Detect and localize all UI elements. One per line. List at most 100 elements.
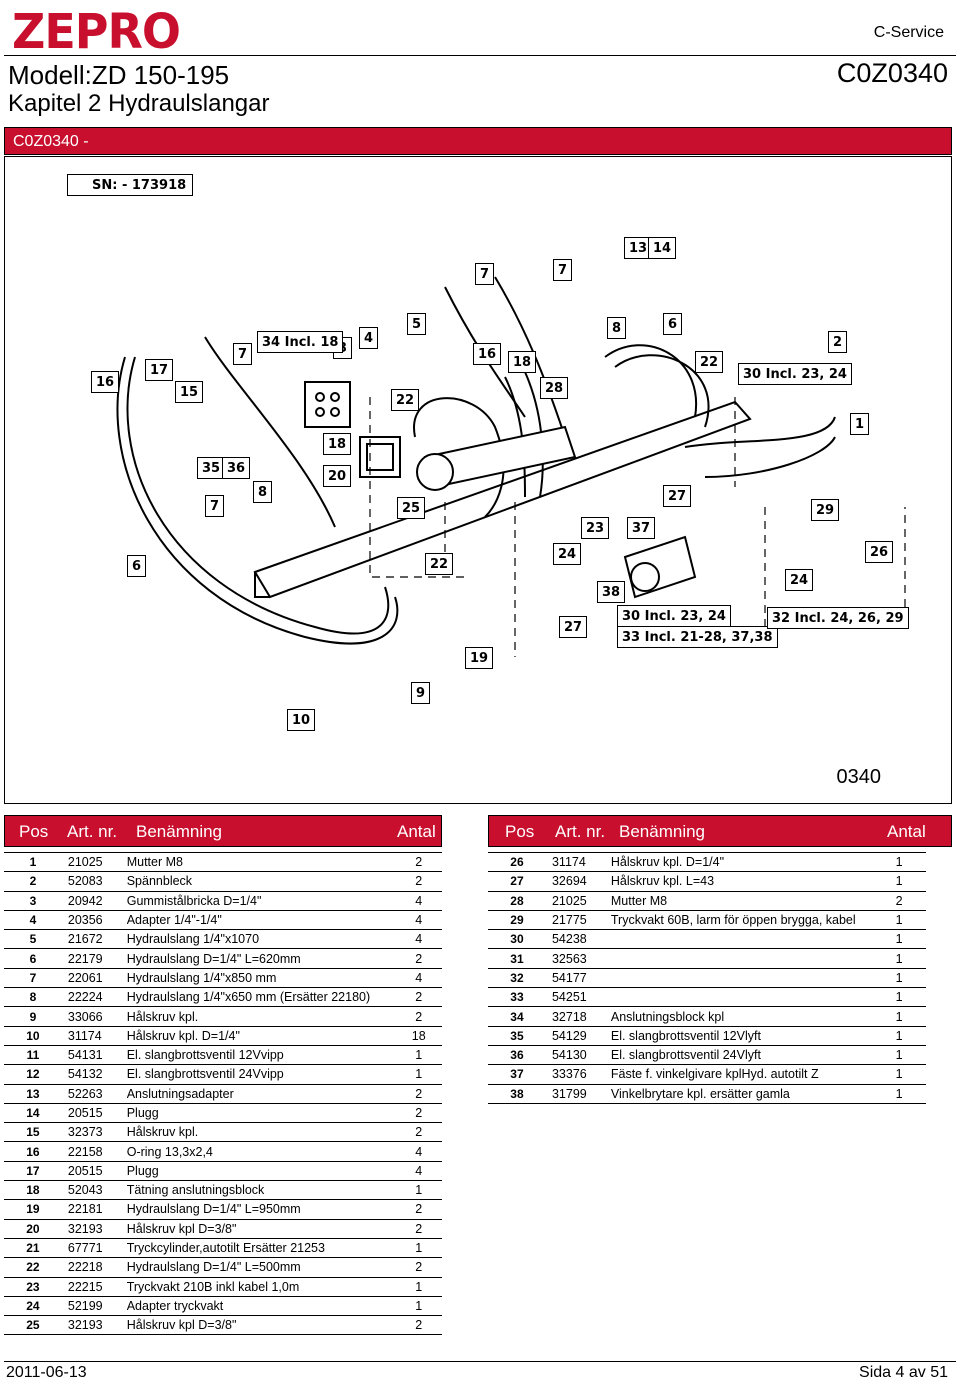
- table-header-right: Pos Art. nr. Benämning Antal: [488, 815, 952, 847]
- chapter-title: Kapitel 2 Hydraulslangar: [8, 90, 270, 117]
- cell-art: 32563: [545, 948, 611, 969]
- cell-name: [610, 968, 873, 989]
- cell-qty: 2: [395, 851, 442, 873]
- callout-label: 26: [865, 541, 894, 563]
- cell-art: 52083: [61, 871, 127, 892]
- cell-art: 32193: [61, 1219, 127, 1239]
- cell-qty: 4: [395, 910, 442, 931]
- cell-pos: 8: [4, 987, 62, 1008]
- cell-name: [610, 929, 873, 950]
- cell-qty: 1: [395, 1277, 442, 1297]
- cell-pos: 32: [488, 968, 546, 989]
- cell-qty: 1: [872, 987, 926, 1008]
- cell-qty: 1: [872, 929, 926, 950]
- callout-label: 24: [785, 569, 814, 591]
- cell-pos: 24: [4, 1296, 62, 1317]
- cell-pos: 21: [4, 1238, 62, 1259]
- callout-label: 30 Incl. 23, 24: [617, 605, 731, 627]
- callout-label: 27: [663, 485, 692, 507]
- cell-art: 54251: [545, 987, 611, 1008]
- cell-qty: 2: [395, 987, 442, 1008]
- col-name: Benämning: [619, 822, 706, 841]
- cell-pos: 9: [4, 1006, 62, 1027]
- cell-qty: 2: [395, 1219, 442, 1239]
- cell-qty: 1: [872, 1084, 926, 1104]
- cell-art: 22215: [61, 1277, 127, 1297]
- cell-name: [610, 987, 873, 1008]
- callout-label: 13: [624, 237, 653, 259]
- cell-qty: 4: [395, 929, 442, 950]
- cell-pos: 28: [488, 891, 546, 911]
- callout-label: 22: [391, 389, 420, 411]
- col-name: Benämning: [136, 822, 223, 841]
- cell-name: Hydraulslang D=1/4" L=950mm: [126, 1199, 396, 1220]
- callout-label: 37: [627, 517, 656, 539]
- cell-art: 52263: [61, 1084, 127, 1104]
- table-header-left: Pos Art. nr. Benämning Antal: [4, 815, 442, 847]
- col-art: Art. nr.: [67, 822, 118, 841]
- callout-label: 6: [127, 555, 147, 577]
- cell-name: El. slangbrottsventil 12Vvipp: [126, 1045, 396, 1066]
- cell-name: El. slangbrottsventil 24Vvipp: [126, 1064, 396, 1085]
- cell-pos: 38: [488, 1084, 546, 1104]
- cell-qty: 4: [395, 1141, 442, 1162]
- cell-name: Spännbleck: [126, 871, 396, 892]
- cell-name: Fäste f. vinkelgivare kplHyd. autotilt Z: [610, 1064, 873, 1085]
- cell-qty: 2: [395, 1122, 442, 1143]
- cell-name: Hålskruv kpl. L=43: [610, 871, 873, 892]
- callout-label: 2: [828, 331, 848, 353]
- cell-qty: 4: [395, 1161, 442, 1182]
- callout-label: 35: [197, 457, 226, 479]
- callout-label: 14: [648, 237, 677, 259]
- cell-qty: 1: [872, 1006, 926, 1027]
- callout-label: 32 Incl. 24, 26, 29: [767, 607, 909, 629]
- cell-pos: 30: [488, 929, 546, 950]
- cell-pos: 11: [4, 1045, 62, 1066]
- cell-pos: 17: [4, 1161, 62, 1182]
- cell-art: 31799: [545, 1084, 611, 1104]
- cell-qty: 1: [872, 1064, 926, 1085]
- cell-name: Mutter M8: [126, 851, 396, 873]
- cell-pos: 20: [4, 1219, 62, 1239]
- callout-label: 33 Incl. 21-28, 37,38: [617, 626, 778, 648]
- cell-art: 21672: [61, 929, 127, 950]
- cell-pos: 4: [4, 910, 62, 931]
- cell-qty: 1: [872, 910, 926, 931]
- callout-label: 8: [253, 481, 273, 503]
- cell-qty: 2: [395, 1315, 442, 1336]
- cell-pos: 27: [488, 871, 546, 892]
- cell-pos: 22: [4, 1257, 62, 1278]
- callout-label: 29: [811, 499, 840, 521]
- col-qty: Antal: [397, 822, 436, 841]
- cell-pos: 25: [4, 1315, 62, 1336]
- cell-qty: 2: [395, 1084, 442, 1104]
- callout-label: 34 Incl. 18: [257, 331, 344, 353]
- cell-qty: 1: [395, 1064, 442, 1085]
- cell-name: Vinkelbrytare kpl. ersätter gamla: [610, 1084, 873, 1104]
- cell-name: Hydraulslang 1/4"x650 mm (Ersätter 22180…: [126, 987, 396, 1008]
- section-band: C0Z0340 -: [4, 127, 952, 155]
- cell-name: [610, 948, 873, 969]
- cell-pos: 12: [4, 1064, 62, 1085]
- cell-art: 20515: [61, 1103, 127, 1124]
- callout-label: 7: [233, 343, 253, 365]
- header-divider: [4, 55, 956, 56]
- cell-pos: 35: [488, 1026, 546, 1046]
- cell-art: 67771: [61, 1238, 127, 1259]
